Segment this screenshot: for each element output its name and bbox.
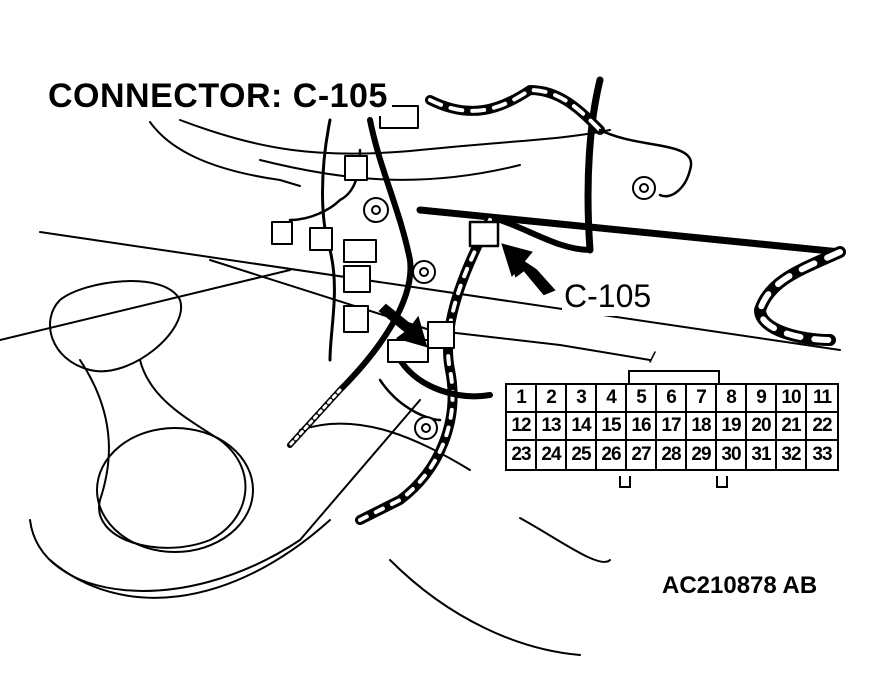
pin-cell: 26 (597, 441, 627, 469)
connector-shape (271, 221, 293, 245)
connector-shape (343, 265, 371, 293)
pin-cell: 17 (657, 413, 687, 441)
figure-id: AC210878 AB (662, 572, 818, 599)
console-tray (49, 519, 331, 599)
pin-cell: 27 (627, 441, 657, 469)
arrow-to-c105-head (501, 243, 533, 278)
shift-boot-outline (79, 359, 247, 549)
floor-line (39, 231, 841, 351)
pin-cell: 5 (627, 385, 657, 413)
pin-cell: 18 (687, 413, 717, 441)
harness-branch (497, 217, 593, 253)
harness-main (757, 249, 843, 343)
connector-shape (427, 321, 455, 349)
pin-cell: 7 (687, 385, 717, 413)
connector-shape (309, 227, 333, 251)
pin-cell: 31 (747, 441, 777, 469)
floor-edge (429, 329, 651, 361)
connector-c105-shape (468, 220, 500, 248)
pin-cell: 15 (597, 413, 627, 441)
floor-edge (389, 559, 581, 656)
pinout-leader (649, 351, 656, 363)
harness-branch (288, 388, 342, 447)
pin-cell: 24 (537, 441, 567, 469)
floor-edge (299, 422, 471, 471)
pin-cell: 4 (597, 385, 627, 413)
diagram-title: CONNECTOR: C-105 (44, 76, 392, 116)
harness-branch (287, 117, 414, 448)
pin-cell: 32 (777, 441, 807, 469)
pin-cell: 28 (657, 441, 687, 469)
pin-cell: 16 (627, 413, 657, 441)
console-outline (149, 121, 301, 187)
ground-terminal (371, 205, 381, 215)
connector-lock-tab (628, 370, 720, 383)
floor-edge (0, 269, 291, 341)
pin-cell: 23 (507, 441, 537, 469)
shift-boot-outline (49, 280, 183, 373)
pin-cell: 10 (777, 385, 807, 413)
pin-cell: 22 (807, 413, 837, 441)
connector-shape (344, 155, 368, 181)
pin-cell: 6 (657, 385, 687, 413)
pin-cell: 1 (507, 385, 537, 413)
connector-foot (619, 476, 631, 488)
pin-cell: 30 (717, 441, 747, 469)
pin-cell: 9 (747, 385, 777, 413)
pin-cell: 11 (807, 385, 837, 413)
ground-terminal (419, 267, 429, 277)
harness-branch (397, 357, 493, 400)
pin-cell: 8 (717, 385, 747, 413)
shift-boot-base (96, 427, 254, 553)
console-outline (259, 159, 521, 181)
ground-terminal (639, 183, 649, 193)
pin-cell: 33 (812, 444, 832, 465)
harness-branch (358, 218, 492, 522)
harness-branch (598, 128, 693, 198)
pin-cell: 29 (687, 441, 717, 469)
console-tray (29, 399, 421, 592)
harness-branch (378, 378, 442, 422)
pin-cell: 13 (537, 413, 567, 441)
connector-shape (343, 305, 369, 333)
arrow-to-connector (378, 303, 428, 348)
pin-cell: 3 (567, 385, 597, 413)
pin-cell: 14 (567, 413, 597, 441)
pin-cell: 25 (567, 441, 597, 469)
connector-foot (716, 476, 728, 488)
pin-cell: 21 (777, 413, 807, 441)
ground-terminal (421, 423, 431, 433)
console-outline (179, 119, 611, 155)
pin-cell: 2 (537, 385, 567, 413)
pin-cell: 19 (717, 413, 747, 441)
floor-edge (519, 517, 611, 563)
connector-shape (343, 239, 377, 263)
harness-branch (428, 88, 602, 132)
pin-cell: 20 (747, 413, 777, 441)
harness-branch (584, 76, 604, 254)
pin-cell: 12 (507, 413, 537, 441)
connector-callout-label: C-105 (562, 276, 654, 316)
